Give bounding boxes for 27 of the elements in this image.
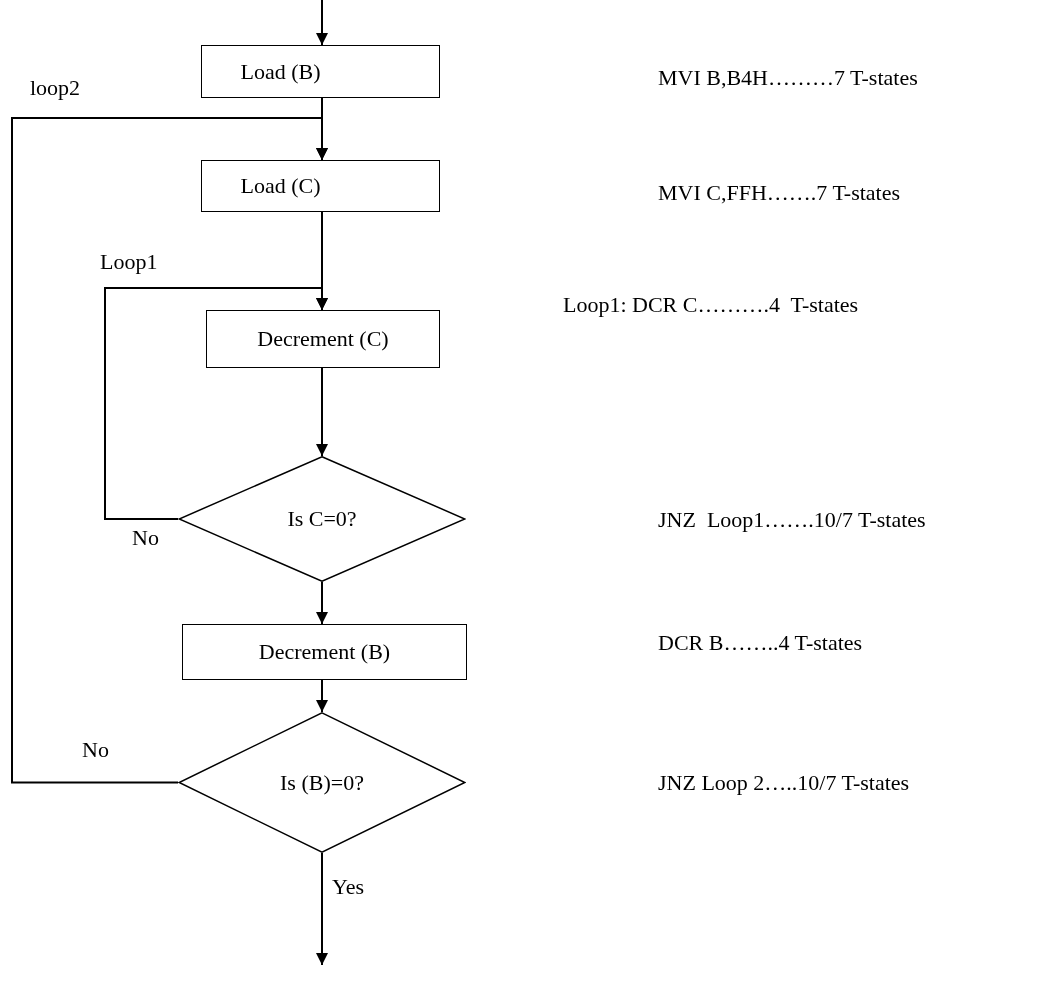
decision-text: Is C=0? <box>287 506 357 532</box>
flow-arrow <box>316 367 328 457</box>
process-box <box>182 624 467 680</box>
flow-arrow <box>11 117 328 784</box>
instruction-text: JNZ Loop1…….10/7 T-states <box>658 508 926 533</box>
process-box <box>201 160 440 212</box>
instruction-text: DCR B……..4 T-states <box>658 631 863 656</box>
decision-diamond <box>178 456 466 582</box>
loop-label: loop2 <box>30 76 81 101</box>
process-box <box>206 310 440 368</box>
instruction-text: JNZ Loop 2…..10/7 T-states <box>658 771 910 796</box>
instruction-text: MVI B,B4H………7 T-states <box>658 66 918 91</box>
flow-arrow <box>316 679 328 713</box>
loop-label: Loop1 <box>100 250 158 275</box>
instruction-text: MVI C,FFH…….7 T-states <box>658 181 901 206</box>
flow-arrow <box>104 287 328 520</box>
instruction-text: Loop1: DCR C……….4 T-states <box>563 293 859 318</box>
process-box <box>201 45 440 98</box>
step-text: Load (B) <box>240 58 321 85</box>
step-text: Decrement (C) <box>257 326 389 352</box>
decision-text: Is (B)=0? <box>280 769 364 796</box>
flow-arrow <box>316 0 328 46</box>
step-text: Load (C) <box>240 173 321 199</box>
flow-arrow <box>316 581 328 625</box>
step-text: Decrement (B) <box>258 639 391 665</box>
flow-arrow <box>316 852 328 966</box>
decision-diamond <box>178 712 466 853</box>
